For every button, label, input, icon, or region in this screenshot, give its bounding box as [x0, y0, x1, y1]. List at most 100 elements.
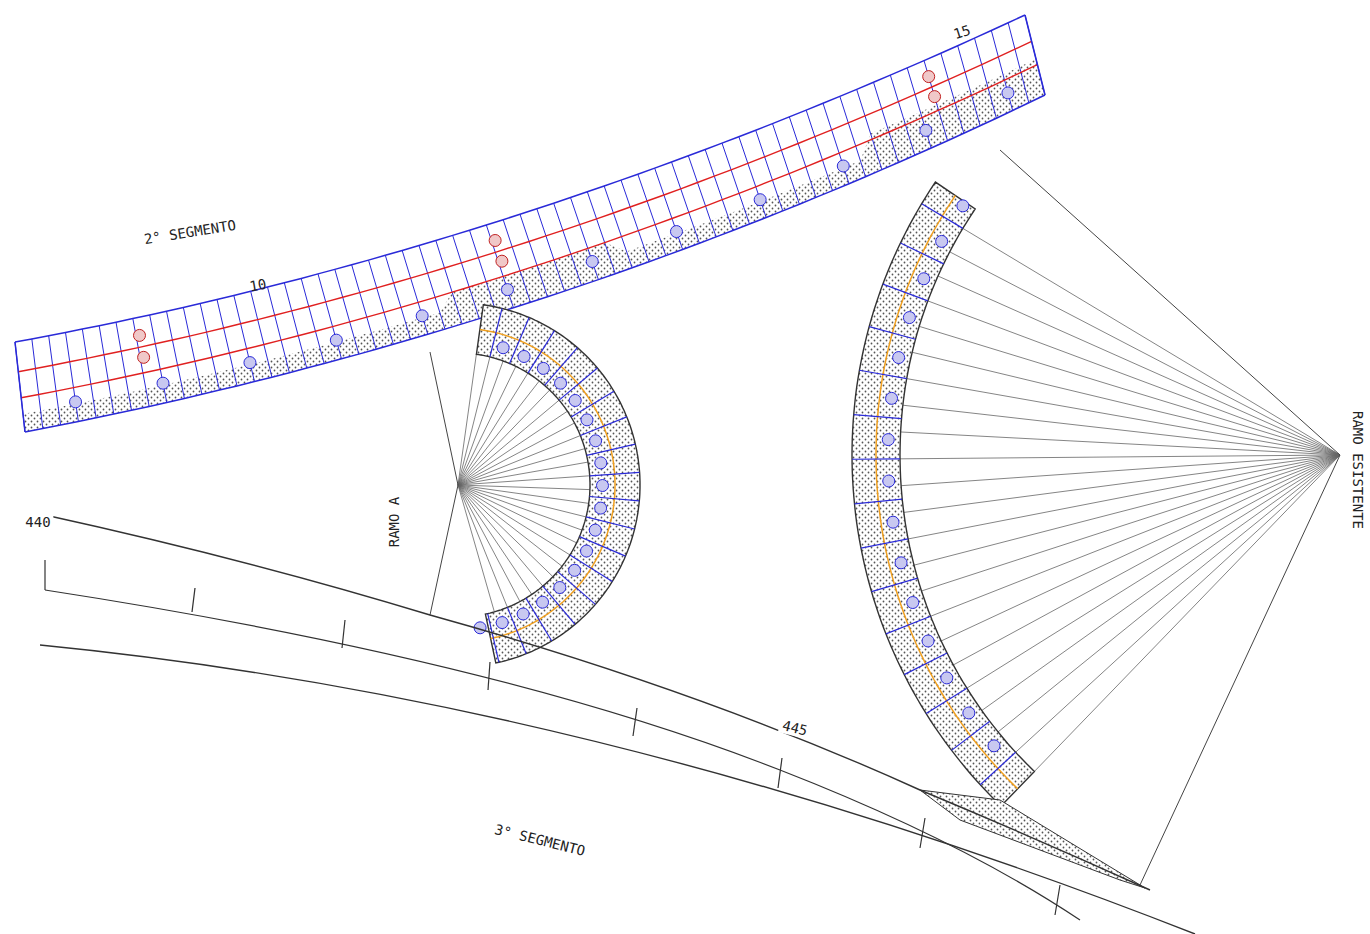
section-line [861, 539, 908, 548]
radial-line [901, 455, 1340, 486]
band-edge [15, 342, 25, 432]
section-line [510, 317, 530, 363]
survey-marker [244, 357, 256, 369]
section-line [975, 38, 997, 118]
section-line [49, 336, 61, 425]
survey-marker [497, 342, 509, 354]
survey-marker [581, 545, 593, 557]
section-line [587, 444, 636, 455]
section-line [369, 260, 394, 344]
survey-marker [70, 396, 82, 408]
survey-marker [595, 457, 607, 469]
chainage-tick [633, 708, 637, 736]
section-line [941, 53, 964, 133]
section-line [116, 322, 132, 410]
section-line [589, 497, 639, 501]
survey-marker [936, 235, 948, 247]
radial-line [458, 357, 490, 485]
survey-marker [963, 707, 975, 719]
radial-line [458, 366, 516, 485]
survey-marker [496, 617, 508, 629]
survey-marker [586, 256, 598, 268]
road-name: 3° SEGMENTO [490, 820, 590, 859]
section-line [571, 391, 614, 417]
section-line [874, 82, 899, 162]
survey-marker [496, 255, 508, 267]
section-line [318, 274, 342, 359]
road-edge [40, 645, 1195, 934]
survey-marker [517, 608, 529, 620]
survey-marker [138, 351, 150, 363]
section-line [200, 303, 219, 390]
survey-marker [569, 564, 581, 576]
survey-marker [670, 226, 682, 238]
section-line [352, 265, 376, 349]
road-name: RAMO A [386, 494, 402, 551]
survey-marker [595, 502, 607, 514]
chainage-tick [920, 818, 925, 848]
section-line [883, 284, 928, 301]
section-line [580, 417, 626, 436]
ramp-band [476, 305, 640, 663]
survey-marker [887, 516, 899, 528]
radial-line [458, 485, 562, 566]
radial-line [1140, 455, 1340, 885]
section-line [99, 326, 114, 414]
section-line [507, 607, 526, 653]
section-line [183, 307, 202, 394]
band-edge [15, 15, 1025, 342]
section-line [284, 283, 306, 368]
survey-marker [754, 194, 766, 206]
section-line [638, 174, 666, 255]
survey-marker [929, 91, 941, 103]
survey-marker [895, 557, 907, 569]
survey-marker [882, 434, 894, 446]
chainage-number: 440 [22, 514, 53, 530]
survey-marker [590, 435, 602, 447]
section-line [852, 458, 900, 460]
survey-marker [133, 329, 145, 341]
section-line [571, 198, 599, 280]
section-line [82, 329, 96, 418]
section-line [886, 616, 931, 634]
section-line [217, 299, 237, 385]
chainage-tick [1055, 885, 1060, 915]
section-line [655, 168, 683, 249]
survey-marker [918, 273, 930, 285]
survey-marker [988, 740, 1000, 752]
survey-marker [903, 312, 915, 324]
section-line [520, 214, 548, 297]
radial-line [458, 485, 507, 607]
radial-line [950, 252, 1340, 455]
survey-marker [501, 284, 513, 296]
radial-line [900, 455, 1340, 459]
chainage-tick [44, 560, 45, 590]
chainage-tick [778, 758, 782, 788]
section-line [385, 255, 410, 339]
survey-marker [596, 480, 608, 492]
section-line [580, 537, 626, 557]
section-line [526, 598, 552, 641]
survey-marker [893, 352, 905, 364]
radial-line [458, 485, 543, 586]
radial-line [941, 455, 1340, 641]
radial-line [458, 485, 577, 543]
radial-line [904, 455, 1340, 512]
section-line [859, 370, 906, 378]
survey-marker [537, 596, 549, 608]
radial-line [458, 411, 567, 485]
radial-line [982, 455, 1340, 711]
section-line [301, 278, 324, 363]
survey-marker [920, 124, 932, 136]
section-line [854, 415, 902, 419]
chainage-tick [488, 662, 490, 690]
section-line [854, 499, 902, 504]
radial-line [458, 423, 575, 485]
section-line [958, 46, 980, 126]
survey-marker [518, 350, 530, 362]
survey-marker [330, 334, 342, 346]
survey-marker [569, 394, 581, 406]
section-line [15, 342, 25, 432]
section-line [926, 688, 967, 713]
